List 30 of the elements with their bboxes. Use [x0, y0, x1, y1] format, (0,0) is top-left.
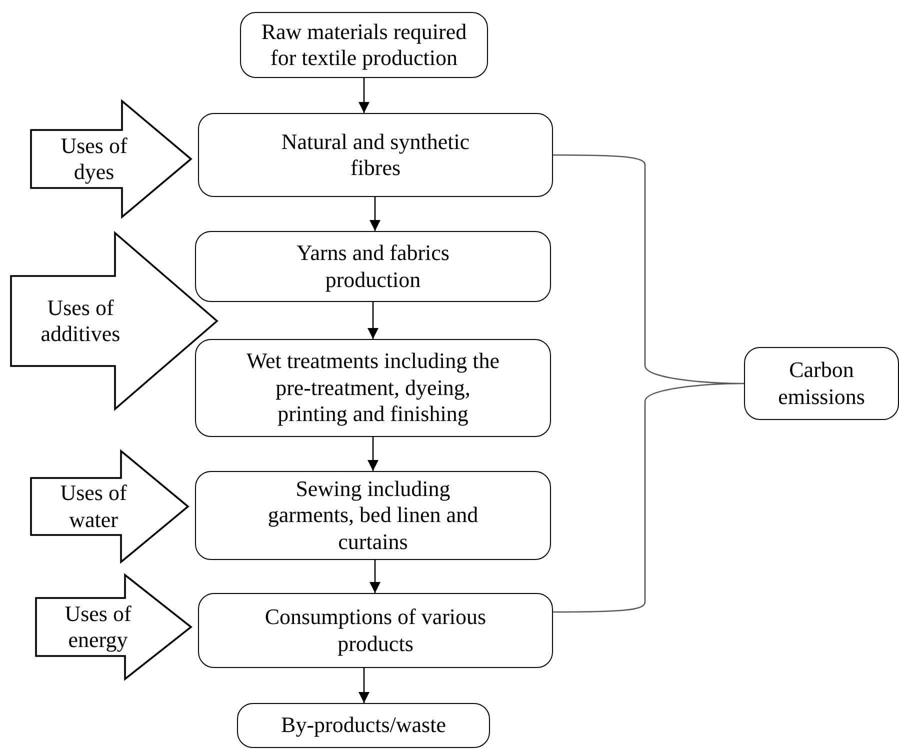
process-box	[195, 471, 551, 560]
node-text: Uses of water	[59, 480, 128, 533]
arrow	[358, 668, 370, 703]
arrow	[368, 437, 378, 471]
node-text: Uses of dyes	[60, 132, 128, 186]
process-box	[240, 12, 488, 78]
pointer-shape	[30, 100, 192, 218]
process-box	[198, 113, 553, 197]
node-text: Uses of additives	[40, 294, 122, 348]
node-text: By-products/waste	[281, 712, 446, 739]
process-box	[744, 347, 899, 420]
node-text: Sewing including garments, bed linen and curtains	[266, 476, 480, 556]
process-box	[195, 231, 551, 302]
node-text: Uses of energy	[64, 600, 132, 654]
arrow	[370, 560, 380, 593]
node-text: Consumptions of various products	[264, 604, 488, 657]
node-text: Carbon emissions	[777, 357, 866, 410]
process-box	[237, 703, 490, 748]
node-text: Natural and synthetic fibres	[280, 128, 471, 182]
pointer-shape	[35, 574, 192, 680]
pointer-shape	[30, 450, 189, 563]
pointer-shape	[10, 232, 218, 410]
node-text: Yarns and fabrics production	[296, 240, 450, 293]
arrow	[370, 197, 380, 231]
process-box	[195, 339, 551, 437]
arrow	[358, 78, 370, 113]
process-box	[198, 593, 553, 668]
node-text: Wet treatments including the pre-treatment, dyeing, printing and finishing	[246, 348, 500, 428]
arrow	[368, 302, 378, 339]
node-text: Raw materials required for textile production	[260, 18, 468, 72]
